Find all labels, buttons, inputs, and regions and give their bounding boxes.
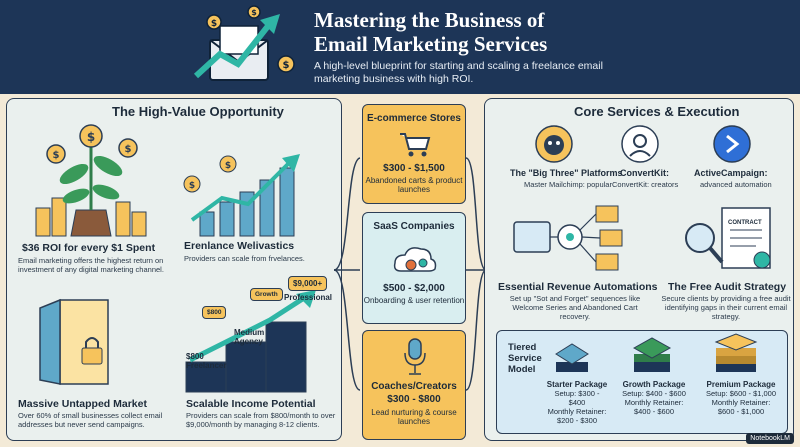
cloud-gears-icon — [393, 247, 437, 272]
microphone-icon — [404, 338, 426, 375]
label-freelancer: $800 Freelancer — [186, 352, 227, 370]
growth-text: Providers can scale from frvelances. — [184, 254, 305, 263]
market-title: Massive Untapped Market — [18, 398, 147, 410]
audit-title: The Free Audit Strategy — [668, 281, 787, 293]
starter-package-icon — [555, 343, 589, 372]
big-three-text: Master Mailchimp: popular — [524, 180, 612, 189]
automations-text: Set up "Sot and Forget" sequences like W… — [509, 294, 641, 321]
connector-left — [333, 157, 361, 391]
audit-contract-icon — [685, 207, 771, 269]
package-retainer-label: Monthly Retainer: — [711, 398, 771, 407]
sign-800: $800 — [202, 306, 227, 319]
premium-package-icon — [714, 333, 758, 372]
svg-text:$: $ — [87, 130, 95, 144]
package-starter: Starter Package Setup: $300 - $400 Month… — [546, 380, 608, 425]
niche-desc: Lead nurturing & course launches — [371, 408, 457, 426]
package-retainer-label: Monthly Retainer: — [624, 398, 684, 407]
money-plant-icon: $ $ $ — [35, 124, 147, 237]
header-banner: $ $ $ Mastering the Business of Email Ma… — [0, 0, 800, 94]
roi-text: Email marketing offers the highest retur… — [18, 256, 164, 274]
convertkit-title: ConvertKit: — [620, 168, 669, 178]
svg-text:$: $ — [189, 181, 195, 191]
connector-right — [466, 157, 487, 391]
income-title: Scalable Income Potential — [186, 398, 316, 410]
growth-sign: Growth — [250, 288, 283, 301]
services-title: Core Services & Execution — [574, 104, 740, 119]
growth-title: Erenlance Welivastics — [184, 240, 295, 252]
package-name: Starter Package — [546, 380, 608, 389]
roi-title: $36 ROI for every $1 Spent — [22, 242, 156, 254]
niche-value: $500 - $2,000 — [383, 283, 445, 294]
package-retainer: $600 - $1,000 — [717, 407, 765, 416]
convertkit-icon — [621, 125, 659, 163]
page-subtitle: A high-level blueprint for starting and … — [314, 60, 603, 85]
income-text: Providers can scale from $800/month to o… — [186, 411, 336, 429]
email-growth-icon: $ $ $ — [193, 5, 295, 81]
niche-desc: Onboarding & user retention — [363, 296, 465, 305]
svg-text:$: $ — [225, 161, 231, 171]
audit-text: Secure clients by providing a free audit… — [661, 294, 791, 321]
brand-badge: NotebookLM — [746, 433, 794, 444]
activecampaign-icon — [713, 125, 751, 163]
package-setup: Setup: $600 - $1,000 — [705, 389, 777, 398]
niche-card-ecommerce: E-commerce Stores $300 - $1,500 Abandone… — [362, 104, 466, 204]
package-retainer-label: Monthly Retainer: — [547, 407, 607, 416]
svg-text:$: $ — [283, 60, 290, 71]
niche-card-coaches: Coaches/Creators $300 - $800 Lead nurtur… — [362, 330, 466, 440]
package-growth: Growth Package Setup: $400 - $600 Monthl… — [618, 380, 690, 416]
svg-text:$: $ — [251, 8, 257, 17]
package-retainer: $400 - $600 — [633, 407, 675, 416]
package-name: Growth Package — [622, 380, 686, 389]
package-setup: Setup: $300 - $400 — [554, 389, 600, 407]
big-three-title: The "Big Three" Platforms — [510, 168, 623, 178]
opportunity-title: The High-Value Opportunity — [112, 104, 284, 119]
svg-text:$: $ — [125, 144, 132, 155]
niche-card-saas: SaaS Companies $500 - $2,000 Onboarding … — [362, 212, 466, 324]
package-setup: Setup: $400 - $600 — [622, 389, 686, 398]
income-top-tag: $9,000+ — [288, 276, 328, 291]
svg-text:$: $ — [211, 19, 217, 29]
tiers-title: Tiered Service Model — [508, 342, 542, 375]
label-medium-agency: Medium Agency — [234, 328, 265, 346]
label-professional: Professional — [284, 293, 333, 302]
niche-title: SaaS Companies — [373, 221, 455, 232]
growth-package-icon — [632, 337, 672, 372]
market-text: Over 60% of small businesses collect ema… — [18, 411, 163, 429]
niche-value: $300 - $800 — [387, 394, 441, 405]
svg-text:$: $ — [53, 150, 60, 161]
niche-value: $300 - $1,500 — [383, 163, 445, 174]
activecampaign-text: advanced automation — [700, 180, 772, 189]
package-retainer: $200 - $300 — [556, 416, 598, 425]
title-line-1: Mastering the Business of — [314, 8, 545, 32]
income-stairs-icon — [185, 290, 316, 393]
activecampaign-title: ActiveCampaign: — [694, 168, 768, 178]
growth-chart-icon: $ $ — [183, 154, 300, 237]
open-door-icon — [39, 298, 109, 385]
automations-title: Essential Revenue Automations — [498, 281, 658, 293]
page-title: Mastering the Business of Email Marketin… — [314, 8, 547, 56]
convertkit-text: ConvertKit: creators — [612, 180, 679, 189]
shopping-cart-icon — [400, 133, 431, 157]
niche-desc: Abandoned carts & product launches — [365, 176, 463, 194]
mailchimp-icon — [535, 125, 573, 163]
automation-workflow-icon — [513, 205, 623, 271]
package-name: Premium Package — [706, 380, 776, 389]
niche-title: Coaches/Creators — [371, 381, 457, 392]
contract-label: CONTRACT — [728, 220, 762, 226]
title-line-2: Email Marketing Services — [314, 32, 548, 56]
package-premium: Premium Package Setup: $600 - $1,000 Mon… — [700, 380, 782, 416]
niche-title: E-commerce Stores — [367, 113, 461, 124]
